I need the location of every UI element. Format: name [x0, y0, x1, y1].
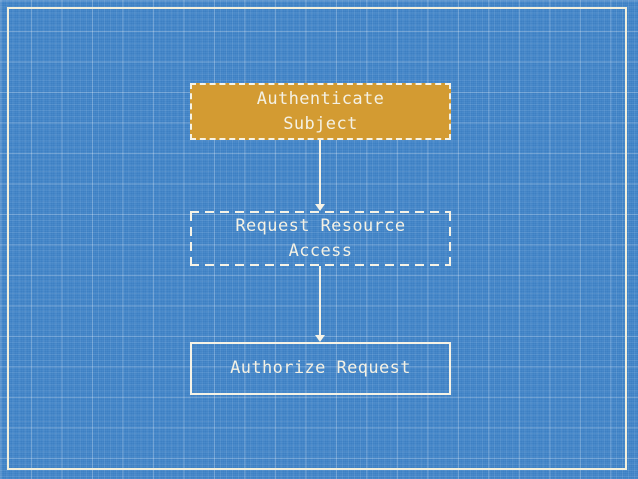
flow-node-label: Request Resource Access	[235, 215, 406, 261]
flow-node-label: Authorize Request	[230, 358, 411, 378]
edge-line	[319, 266, 321, 336]
flow-node-label: Authenticate Subject	[256, 88, 385, 134]
flow-node-authenticate-subject[interactable]: Authenticate Subject	[190, 83, 451, 140]
flow-node-authorize-request[interactable]: Authorize Request	[190, 342, 451, 395]
arrowhead-down-icon	[315, 204, 325, 211]
edge-line	[319, 140, 321, 205]
flow-node-request-resource-access[interactable]: Request Resource Access	[190, 211, 451, 266]
arrowhead-down-icon	[315, 335, 325, 342]
